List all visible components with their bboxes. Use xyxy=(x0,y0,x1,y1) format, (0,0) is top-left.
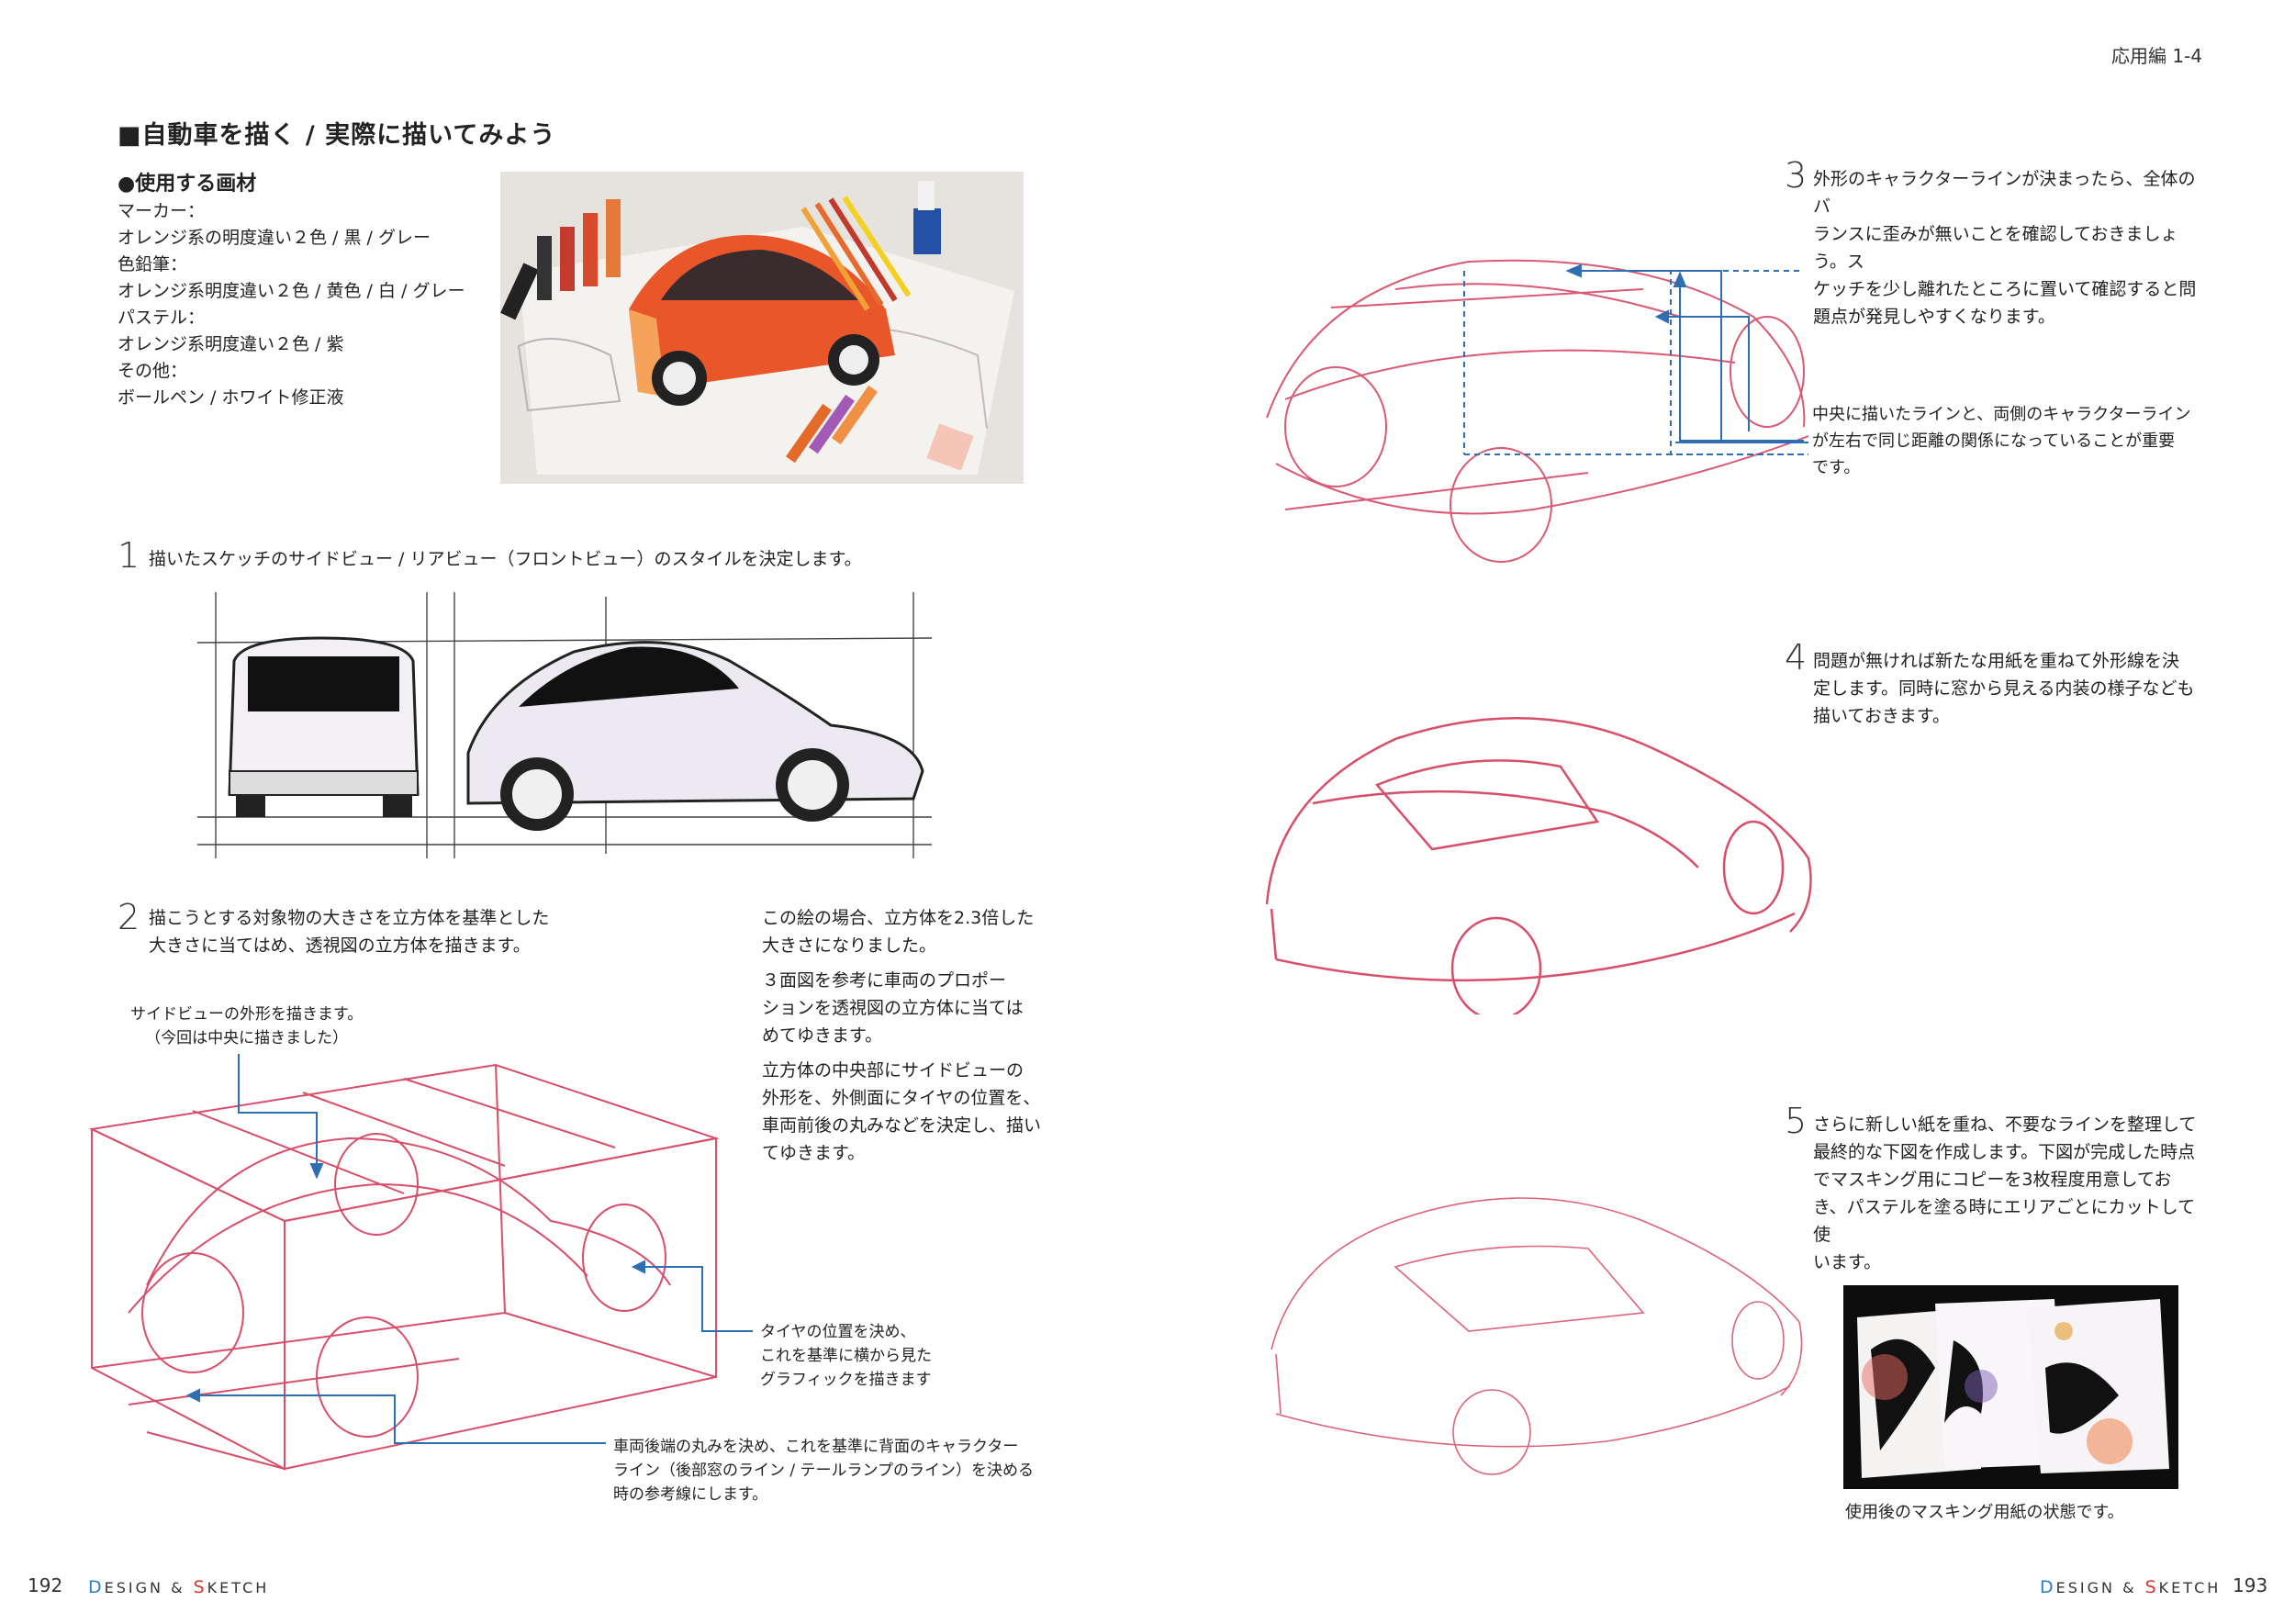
step3-sketch xyxy=(1258,234,1827,565)
step3-line: 外形のキャラクターラインが決まったら、全体のバ xyxy=(1813,169,2196,217)
callout-arrows-left xyxy=(185,1054,753,1444)
section-label: 応用編 1-4 xyxy=(2111,45,2203,67)
step5-number: 5 xyxy=(1785,1101,1808,1141)
callout-rear: 車両後端の丸みを決め、これを基準に背面のキャラクター ライン（後部窓のライン /… xyxy=(613,1435,1034,1506)
callout-line: （今回は中央に描きました） xyxy=(145,1029,349,1047)
side-note: 立方体の中央部にサイドビューの 外形を、外側面にタイヤの位置を、 車両前後の丸み… xyxy=(762,1057,1047,1167)
materials-line: その他： xyxy=(118,361,188,381)
step2-text-line: 大きさに当てはめ、透視図の立方体を描きます。 xyxy=(149,935,531,956)
brand-s: S xyxy=(185,1577,207,1597)
side-note-line: 大きさになりました。 xyxy=(762,935,937,956)
side-note-line: ションを透視図の立方体に当ては xyxy=(762,998,1024,1018)
materials-list: マーカー： オレンジ系の明度違い２色 / 黒 / グレー 色鉛筆： オレンジ系明… xyxy=(118,198,465,411)
materials-line: オレンジ系明度違い２色 / 紫 xyxy=(118,334,344,354)
brand-esign: ESIGN xyxy=(2055,1579,2123,1596)
callout-line: 中央に描いたラインと、両側のキャラクターライン xyxy=(1812,405,2191,424)
step5-text: さらに新しい紙を重ね、不要なラインを整理して 最終的な下図を作成します。下図が完… xyxy=(1813,1111,2199,1276)
step5-line: 最終的な下図を作成します。下図が完成した時点 xyxy=(1813,1142,2196,1162)
brand-s: S xyxy=(2136,1577,2159,1597)
step3-callout: 中央に描いたラインと、両側のキャラクターライン が左右で同じ距離の関係になってい… xyxy=(1812,401,2198,481)
perspective-cube-sketch xyxy=(73,1010,762,1506)
callout-line: グラフィックを描きます xyxy=(760,1371,932,1389)
side-note: ３面図を参考に車両のプロポー ションを透視図の立方体に当ては めてゆきます。 xyxy=(762,967,1047,1049)
side-note-line: てゆきます。 xyxy=(762,1143,866,1163)
right-brand: DESIGN & SKETCH xyxy=(2040,1577,2221,1597)
step3-line: 題点が発見しやすくなります。 xyxy=(1813,307,2055,327)
step4-line: 定します。同時に窓から見える内装の様子なども xyxy=(1813,678,2195,699)
brand-d: D xyxy=(88,1577,105,1597)
step1-text: 描いたスケッチのサイドビュー / リアビュー（フロントビュー）のスタイルを決定し… xyxy=(149,549,862,569)
callout-line: が左右で同じ距離の関係になっていることが重要 xyxy=(1812,431,2176,451)
step5-line: さらに新しい紙を重ね、不要なラインを整理して xyxy=(1813,1114,2197,1135)
side-rear-view-sketch xyxy=(188,588,941,863)
step3-line: ランスに歪みが無いことを確認しておきましょう。ス xyxy=(1813,224,2178,272)
step2-side-notes: この絵の場合、立方体を2.3倍した 大きさになりました。 ３面図を参考に車両のプ… xyxy=(762,904,1047,1167)
step2-number: 2 xyxy=(118,897,140,937)
step2-text: 描こうとする対象物の大きさを立方体を基準とした 大きさに当てはめ、透視図の立方体… xyxy=(149,904,549,959)
step4-line: 描いておきます。 xyxy=(1813,706,1950,726)
side-note-line: 外形を、外側面にタイヤの位置を、 xyxy=(762,1088,1041,1108)
right-page-number: 193 xyxy=(2233,1574,2268,1596)
step3-number: 3 xyxy=(1785,155,1808,196)
step1-number: 1 xyxy=(118,535,140,576)
callout-line: です。 xyxy=(1812,458,1861,477)
step5-sketch xyxy=(1258,1166,1818,1478)
callout-line: これを基準に横から見た xyxy=(760,1347,932,1365)
materials-line: ボールペン / ホワイト修正液 xyxy=(118,387,344,408)
masking-paper-photo xyxy=(1843,1285,2178,1489)
step2-text-line: 描こうとする対象物の大きさを立方体を基準とした xyxy=(149,908,550,928)
side-note-line: 車両前後の丸みなどを決定し、描い xyxy=(762,1115,1042,1136)
step4-line: 問題が無ければ新たな用紙を重ねて外形線を決 xyxy=(1813,651,2180,671)
materials-line: パステル： xyxy=(118,308,206,328)
brand-amp: & xyxy=(171,1579,185,1596)
brand-ketch: KETCH xyxy=(2158,1579,2222,1596)
callout-line: ライン（後部窓のライン / テールランプのライン）を決める xyxy=(613,1462,1035,1480)
callout-arrows-right xyxy=(1463,263,1808,455)
materials-photo xyxy=(500,172,1024,484)
step3-line: ケッチを少し離れたところに置いて確認すると問 xyxy=(1813,279,2197,299)
callout-line: 車両後端の丸みを決め、これを基準に背面のキャラクター xyxy=(613,1438,1019,1456)
brand-d: D xyxy=(2040,1577,2056,1597)
step5-line: き、パステルを塗る時にエリアごとにカットして使 xyxy=(1813,1197,2196,1245)
brand-esign: ESIGN xyxy=(104,1579,172,1596)
callout-tires: タイヤの位置を決め、 これを基準に横から見た グラフィックを描きます xyxy=(760,1320,932,1392)
step4-number: 4 xyxy=(1785,637,1808,678)
materials-line: マーカー： xyxy=(118,201,206,221)
left-page-number: 192 xyxy=(28,1574,63,1596)
page-title: ■自動車を描く / 実際に描いてみよう xyxy=(118,121,556,150)
callout-line: サイドビューの外形を描きます。 xyxy=(130,1005,364,1024)
side-note-line: この絵の場合、立方体を2.3倍した xyxy=(762,908,1035,928)
materials-line: オレンジ系の明度違い２色 / 黒 / グレー xyxy=(118,228,431,248)
brand-ketch: KETCH xyxy=(207,1579,270,1596)
step3-text: 外形のキャラクターラインが決まったら、全体のバ ランスに歪みが無いことを確認して… xyxy=(1813,165,2199,330)
materials-line: 色鉛筆： xyxy=(118,254,188,274)
step4-text: 問題が無ければ新たな用紙を重ねて外形線を決 定します。同時に窓から見える内装の様… xyxy=(1813,647,2199,730)
masking-photo-caption: 使用後のマスキング用紙の状態です。 xyxy=(1845,1503,2124,1522)
materials-heading: ●使用する画材 xyxy=(118,173,257,196)
step5-line: います。 xyxy=(1813,1252,1882,1272)
materials-line: オレンジ系明度違い２色 / 黄色 / 白 / グレー xyxy=(118,281,465,301)
step5-line: でマスキング用にコピーを3枚程度用意してお xyxy=(1813,1170,2172,1190)
brand-amp: & xyxy=(2122,1579,2137,1596)
callout-line: 時の参考線にします。 xyxy=(613,1485,768,1504)
left-brand: DESIGN & SKETCH xyxy=(88,1577,269,1597)
step4-sketch xyxy=(1258,693,1818,1014)
side-note: この絵の場合、立方体を2.3倍した 大きさになりました。 xyxy=(762,904,1047,959)
callout-side-view: サイドビューの外形を描きます。 （今回は中央に描きました） xyxy=(130,1002,363,1050)
side-note-line: 立方体の中央部にサイドビューの xyxy=(762,1060,1024,1081)
callout-line: タイヤの位置を決め、 xyxy=(760,1323,916,1341)
side-note-line: めてゆきます。 xyxy=(762,1025,883,1046)
side-note-line: ３面図を参考に車両のプロポー xyxy=(762,970,1007,991)
